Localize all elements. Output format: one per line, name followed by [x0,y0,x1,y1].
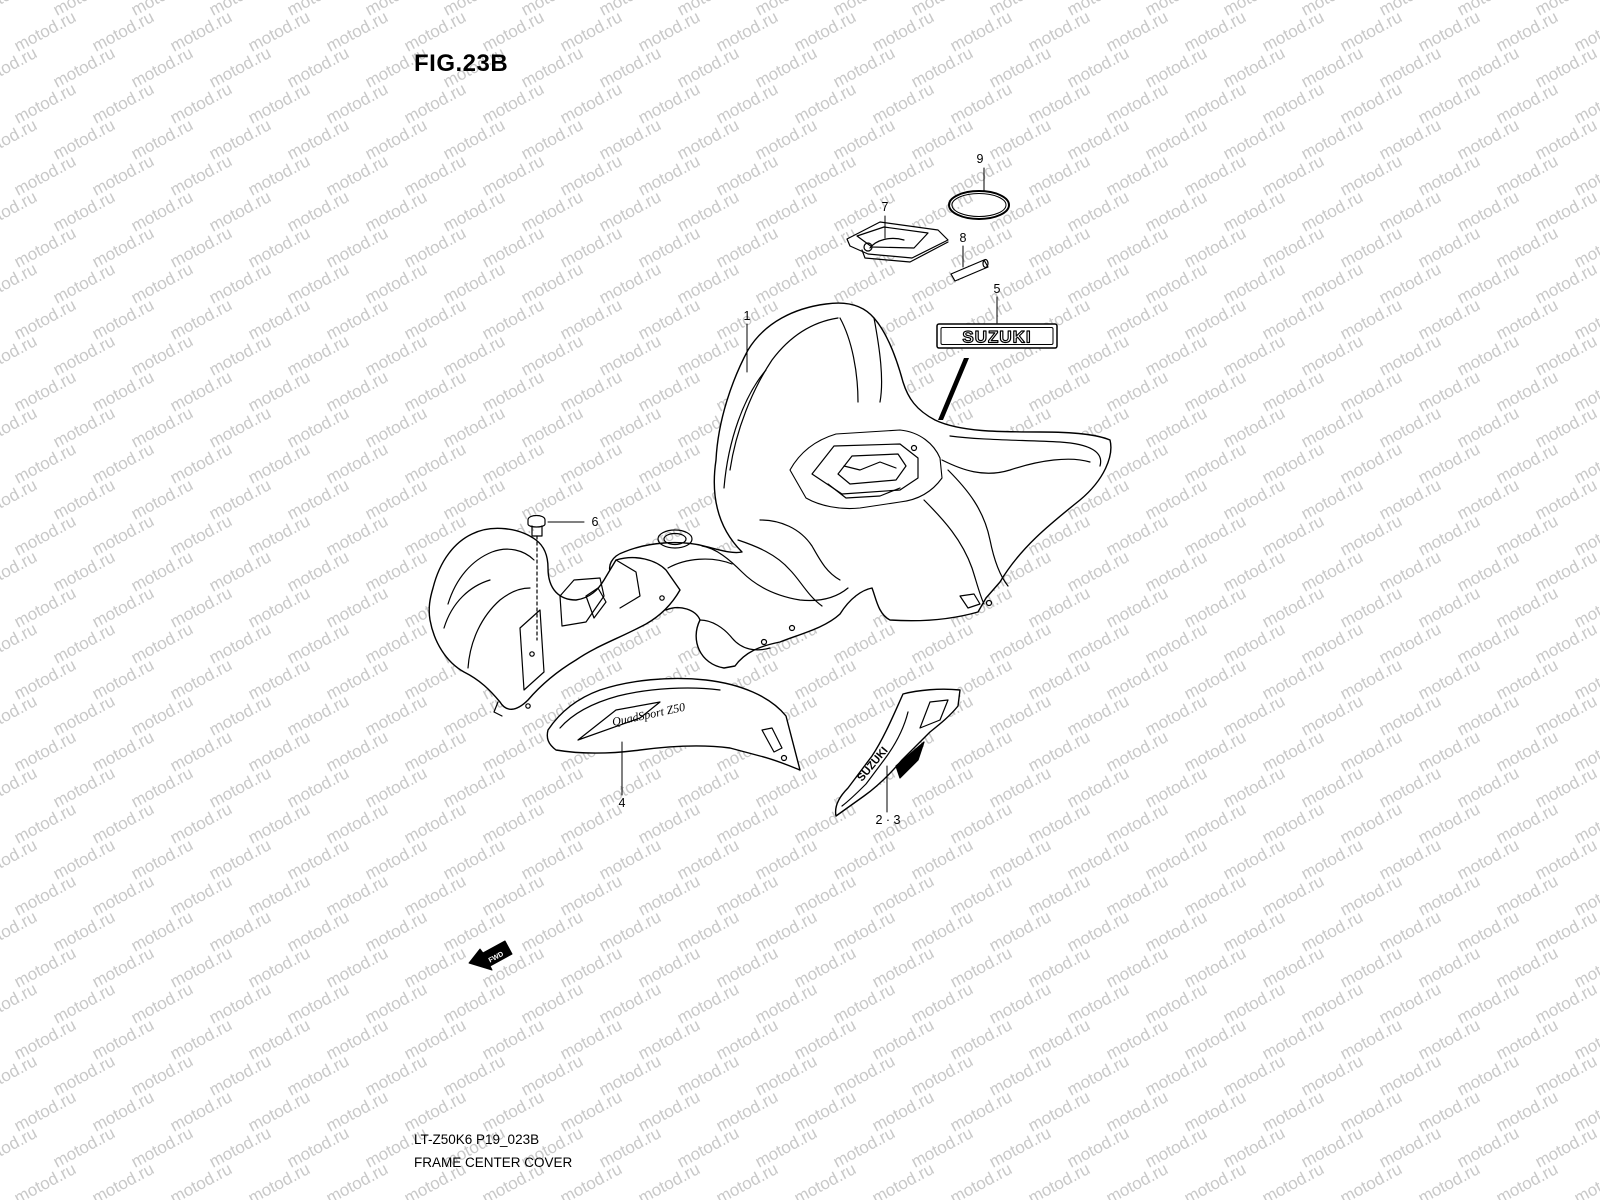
model-code: LT-Z50K6 P19_023B [414,1132,540,1147]
leader-lines [547,167,998,813]
figure-title: FIG.23B [414,50,509,77]
fwd-arrow-icon: FWD [468,940,513,971]
callout-6: 6 [592,515,599,529]
callout-7: 7 [882,200,889,214]
part-5-suzuki-emblem[interactable]: SUZUKI [936,323,1058,420]
part-8-clip[interactable] [950,258,989,282]
callout-4: 4 [619,796,626,810]
part-2-3-side-decal[interactable]: SUZUKI [834,688,961,817]
callout-9: 9 [977,152,984,166]
part-4-front-decal[interactable]: QuadSport Z50 [546,677,801,771]
callout-1: 1 [744,309,751,323]
suzuki-emblem-text: SUZUKI [962,328,1031,347]
callout-labels: 9 7 8 5 1 6 4 2 · 3 [592,152,1001,827]
callout-2-3: 2 · 3 [875,813,900,827]
section-name: FRAME CENTER COVER [414,1155,573,1170]
callout-8: 8 [960,231,967,245]
part-6-screw[interactable] [527,514,546,641]
callout-5: 5 [994,282,1001,296]
part-1-frame-center-cover[interactable] [428,302,1112,717]
part-9-o-ring[interactable] [948,190,1010,220]
part-7-cap-cover[interactable] [846,221,949,263]
